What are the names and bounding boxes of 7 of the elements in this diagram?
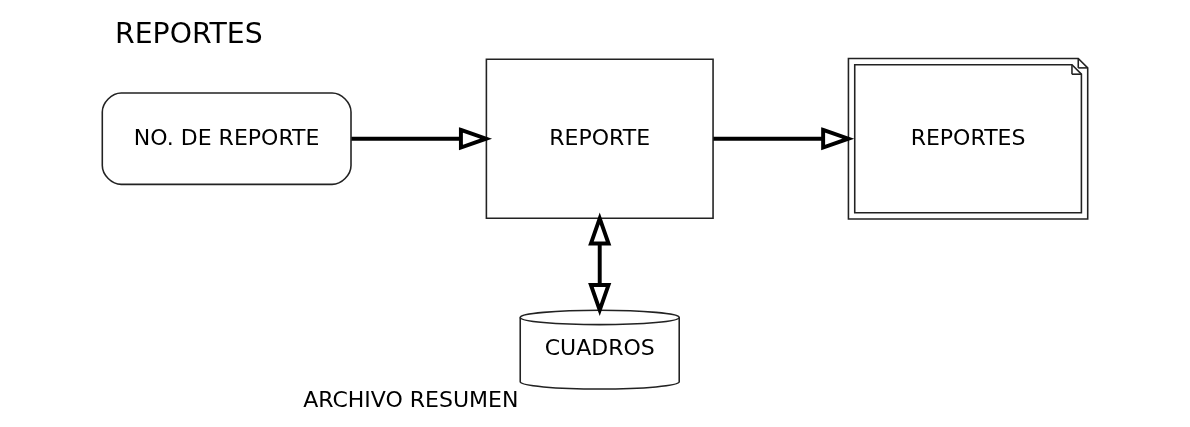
node-box: REPORTE bbox=[485, 58, 714, 219]
arrow bbox=[588, 212, 612, 317]
node-box: NO. DE REPORTE bbox=[101, 92, 352, 186]
arrow bbox=[713, 127, 855, 151]
diagram-title: REPORTES bbox=[114, 17, 263, 51]
arrow bbox=[351, 127, 493, 151]
node-label: ARCHIVO RESUMEN bbox=[303, 386, 519, 412]
